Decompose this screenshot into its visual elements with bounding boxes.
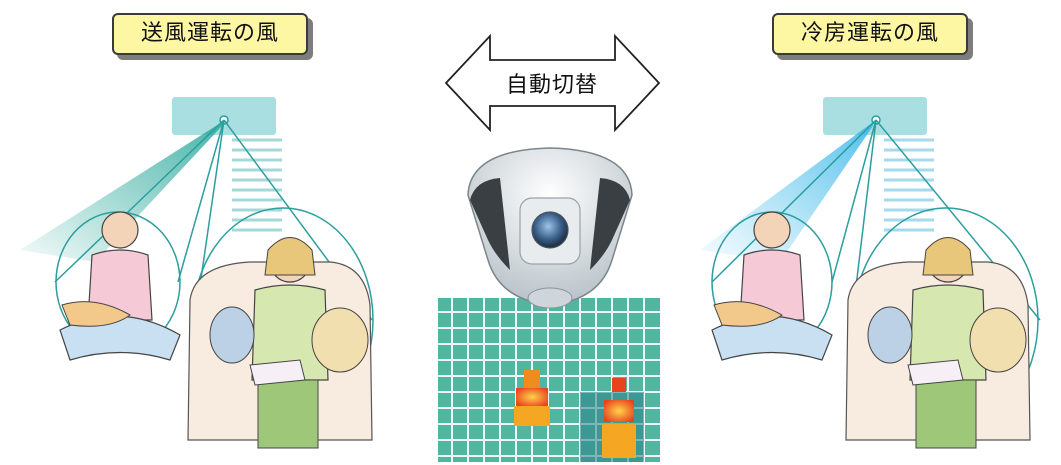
right-woman-figure [845, 237, 1031, 449]
right-stripe-wind [884, 138, 934, 232]
cooling-mode-label: 冷房運転の風 [772, 13, 968, 55]
fan-mode-label: 送風運転の風 [112, 13, 308, 55]
right-man-figure [711, 211, 833, 361]
auto-switch-label: 自動切替 [505, 73, 598, 98]
right-scene [700, 97, 1041, 449]
heat-spot-right [602, 378, 636, 458]
double-headed-arrow-icon [444, 33, 661, 133]
thermal-grid [438, 298, 660, 462]
right-cool-wind [700, 122, 873, 262]
camera-sensor-icon [467, 147, 633, 309]
left-man-figure [59, 211, 181, 361]
left-scene [20, 97, 374, 449]
center-section [438, 33, 661, 462]
auto-switch-arrow: 自動切替 [444, 34, 660, 132]
left-stripe-wind [232, 138, 282, 232]
left-fan-wind [20, 122, 222, 262]
left-woman-figure [187, 237, 373, 449]
heat-spot-left [514, 370, 550, 426]
